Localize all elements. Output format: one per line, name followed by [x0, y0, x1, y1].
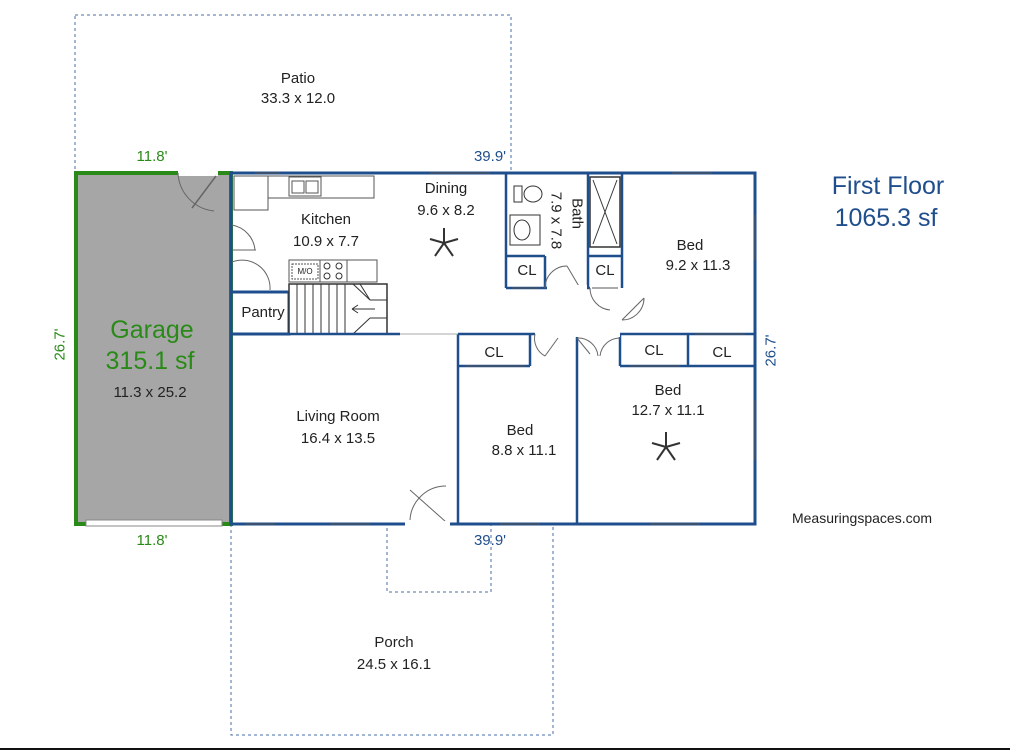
burner: [335, 262, 343, 270]
closet-label-bed3: CL: [644, 342, 664, 359]
shower-x-2: [592, 179, 618, 245]
closet-tracks: [465, 287, 745, 367]
patio-size: 33.3 x 12.0: [260, 90, 336, 107]
bottom-border: [0, 748, 1010, 750]
garage-entry-door-leaf: [191, 175, 217, 209]
stove: [319, 259, 348, 283]
closet-label-bed3b: CL: [712, 344, 732, 361]
house-walls: [229, 171, 757, 526]
burner: [323, 272, 331, 280]
door-gaps: [405, 285, 620, 527]
dining-name: Dining: [424, 180, 468, 197]
stair-treads: [296, 283, 387, 335]
porch-step-outline: [386, 524, 492, 593]
house-side-dimension: 26.7': [762, 334, 780, 367]
sink: [288, 176, 322, 197]
bed1-size: 9.2 x 11.3: [665, 257, 731, 274]
house-bottom-dimension: 39.9': [473, 532, 507, 549]
garage-bottom-dimension: 11.8': [136, 532, 168, 549]
kitchen-door-swing-2: [231, 259, 271, 291]
kitchen-name: Kitchen: [300, 211, 352, 228]
windows: [245, 172, 756, 525]
stair-arrow: [351, 304, 375, 314]
fridge: [233, 175, 269, 211]
porch-outline: [230, 524, 554, 736]
burner: [335, 272, 343, 280]
garage-door: [85, 519, 223, 527]
kitchen-size: 10.9 x 7.7: [293, 233, 359, 250]
closet-label-bed2: CL: [484, 344, 504, 361]
porch-size: 24.5 x 16.1: [356, 656, 432, 673]
bed2-size: 8.8 x 11.1: [491, 442, 557, 459]
microwave-label: M/O: [297, 267, 313, 276]
toilet-bowl: [523, 185, 543, 203]
pantry-name: Pantry: [241, 304, 285, 321]
garage-entry-door-swing: [177, 172, 215, 212]
bed1-name: Bed: [676, 237, 704, 254]
bed3-size: 12.7 x 11.1: [631, 402, 705, 419]
garage-floor: [76, 173, 231, 524]
bath-size: 7.9 x 7.8: [547, 191, 565, 250]
living-room-name: Living Room: [296, 408, 380, 425]
vanity: [509, 214, 541, 246]
closet-label-bath: CL: [517, 262, 537, 279]
garage-top-dimension: 11.8': [136, 148, 168, 165]
sink-bowl-left: [291, 180, 305, 194]
closet-label-bed1: CL: [595, 262, 615, 279]
living-room-size: 16.4 x 13.5: [300, 430, 376, 447]
house-top-dimension: 39.9': [473, 148, 507, 165]
ceiling-fan-dining: [429, 228, 459, 257]
vanity-basin: [513, 219, 531, 241]
floor-title: First Floor: [831, 172, 945, 200]
porch-name: Porch: [374, 634, 414, 651]
garage-name: Garage: [110, 316, 194, 344]
bath-name: Bath: [568, 198, 586, 229]
bed2-name: Bed: [506, 422, 534, 439]
ceiling-fan-bed: [651, 432, 681, 461]
sink-bowl-right: [305, 180, 319, 194]
dining-size: 9.6 x 8.2: [417, 202, 475, 219]
patio-name: Patio: [280, 70, 316, 87]
garage-entry-gap: [178, 171, 218, 176]
burner: [323, 262, 331, 270]
garage-size: 11.3 x 25.2: [113, 384, 187, 401]
garage-area: 315.1 sf: [105, 347, 195, 375]
microwave-box: [291, 263, 319, 280]
watermark: Measuringspaces.com: [791, 510, 933, 526]
floor-area: 1065.3 sf: [834, 204, 938, 232]
kitchen-door-swing-1: [231, 224, 256, 251]
bed3-name: Bed: [654, 382, 682, 399]
toilet-tank: [513, 185, 523, 203]
door-swings: [409, 265, 645, 523]
garage-side-dimension: 26.7': [51, 328, 69, 361]
